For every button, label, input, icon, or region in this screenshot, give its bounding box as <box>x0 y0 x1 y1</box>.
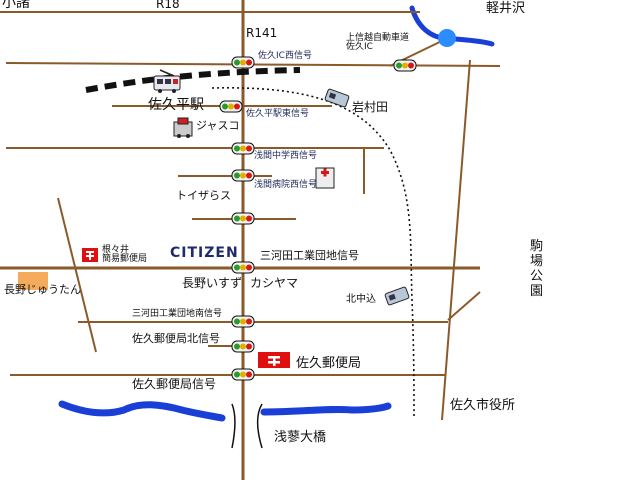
label-koboro: 小諸 <box>2 0 30 11</box>
river-left <box>58 400 226 422</box>
label-saku-ic-west-signal: 佐久IC西信号 <box>258 51 312 61</box>
label-shinetsu-saku-ic: 上信越自動車道 佐久IC <box>346 33 410 53</box>
label-sakudaira-east-signal: 佐久平駅東信号 <box>246 109 310 119</box>
label-saku-city-hall: 佐久市役所 <box>450 398 516 413</box>
road-lower-right <box>447 291 481 321</box>
car-icon <box>384 286 410 306</box>
label-nagano-jutan: 長野じゅうたん <box>4 283 81 296</box>
post-office-icon <box>258 352 290 368</box>
train-icon <box>153 69 181 93</box>
road-left-diag <box>57 197 97 353</box>
traffic-light-icon <box>231 368 255 381</box>
label-saku-post-north-signal: 佐久郵便局北信号 <box>132 332 220 345</box>
label-r141: R141 <box>246 26 278 40</box>
label-sakudaira-station: 佐久平駅 <box>148 97 204 113</box>
traffic-light-icon <box>231 340 255 353</box>
label-asama-hospital-west-signal: 浅間病院西信号 <box>254 180 318 190</box>
label-karuizawa: 軽井沢 <box>486 1 526 16</box>
label-kitanakagomi: 北中込 <box>346 294 376 305</box>
traffic-light-icon <box>231 315 255 328</box>
label-asama-jhs-west-signal: 浅間中学西信号 <box>254 151 318 161</box>
railway-line <box>85 67 301 93</box>
car-icon <box>324 88 350 108</box>
label-saku-post-office: 佐久郵便局 <box>296 356 362 371</box>
label-sanwada-industrial-signal: 三河田工業団地信号 <box>260 249 359 262</box>
shopping-bag-icon <box>173 117 193 138</box>
dotted-line <box>211 87 415 417</box>
label-iwamurada: 岩村田 <box>352 100 389 114</box>
road-karuizawa <box>441 59 471 421</box>
traffic-light-icon <box>231 212 255 225</box>
label-kashiyama: カシヤマ <box>250 276 299 290</box>
label-asama-ohashi: 浅蓼大橋 <box>274 430 327 445</box>
bridge-right-mark <box>256 403 263 449</box>
label-komaba-park: 駒 場 公 園 <box>530 239 544 299</box>
label-saku-post-signal: 佐久郵便局信号 <box>132 377 217 391</box>
interchange-icon <box>438 29 456 47</box>
bridge-left-mark <box>231 403 236 449</box>
label-r18: R18 <box>156 0 180 11</box>
label-toys-r-us: トイザらス <box>176 189 231 202</box>
traffic-light-icon <box>231 169 255 182</box>
traffic-light-icon <box>231 56 255 69</box>
traffic-light-icon <box>393 59 417 72</box>
label-citizen: CITIZEN <box>170 245 239 261</box>
label-jasco: ジャスコ <box>196 119 240 132</box>
river-right <box>260 402 392 416</box>
hospital-icon <box>315 167 335 189</box>
label-nagano-isuzu: 長野いすず <box>182 276 243 290</box>
label-neyoi-post-office: 根々井 簡易郵便局 <box>102 245 148 265</box>
post-office-icon <box>82 248 98 262</box>
nagano-jutan-marker <box>18 272 48 290</box>
label-sanwada-industrial-south-signal: 三河田工業団地南信号 <box>132 309 223 319</box>
traffic-light-icon <box>231 261 255 274</box>
traffic-light-icon <box>231 142 255 155</box>
traffic-light-icon <box>219 100 243 113</box>
